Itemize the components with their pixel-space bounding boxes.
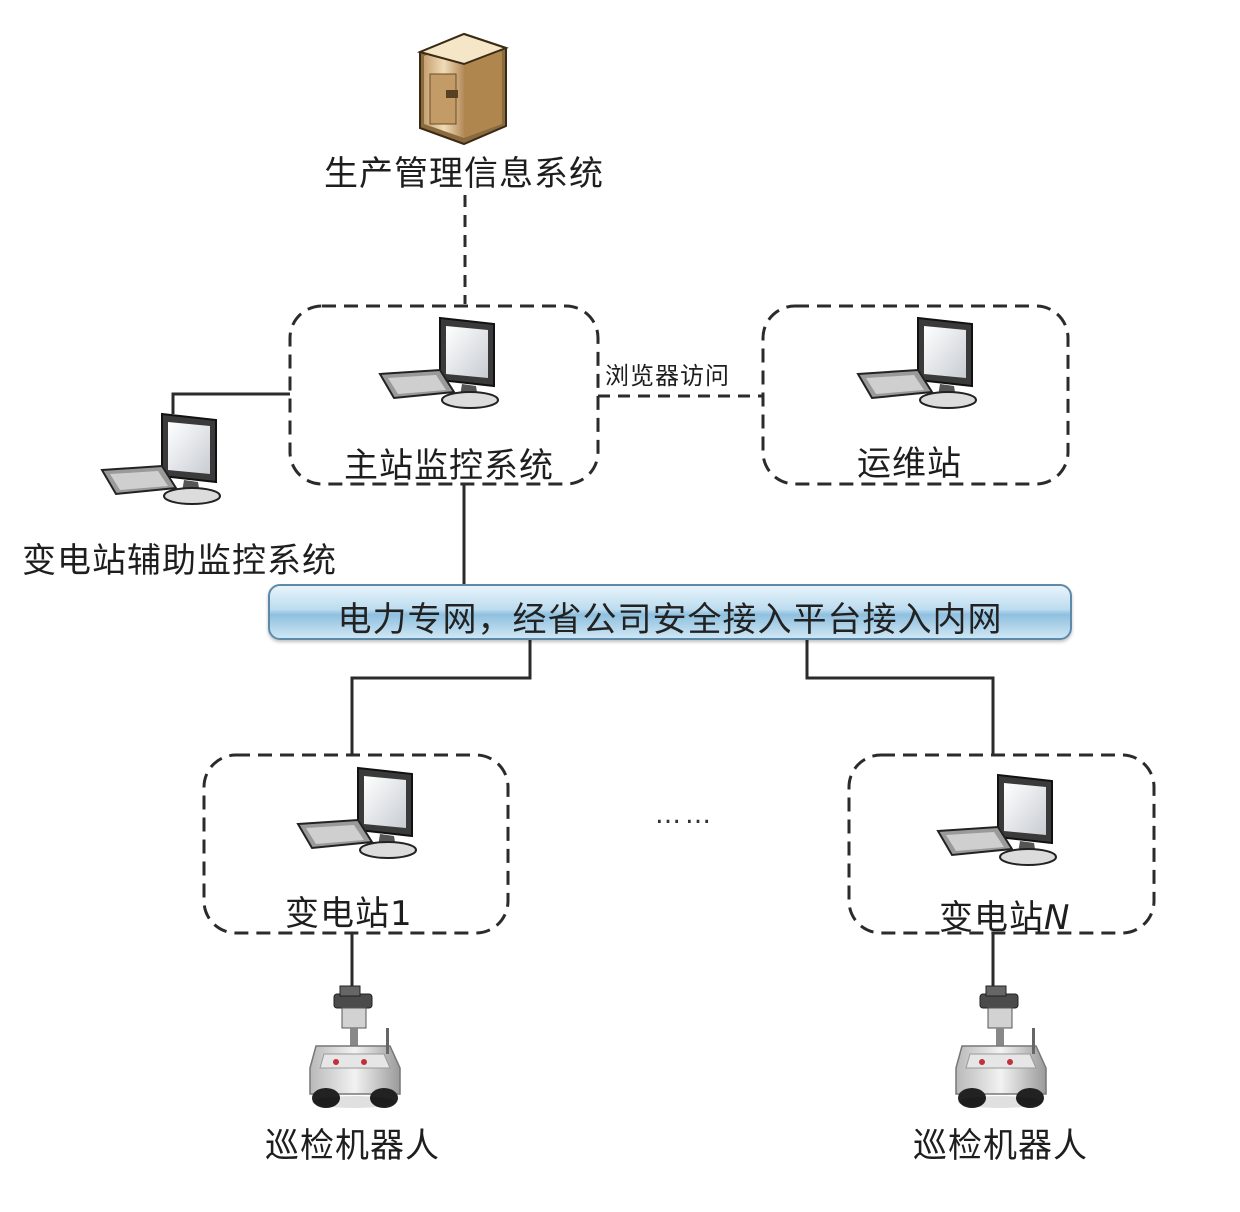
computer-icon [857, 317, 977, 409]
substation-1-label: 变电站1 [285, 894, 413, 934]
network-bar: 电力专网，经省公司安全接入平台接入内网 [268, 584, 1072, 640]
link-aux-master [171, 392, 290, 414]
master-station-label: 主站监控系统 [344, 446, 554, 486]
ops-station-label: 运维站 [857, 444, 962, 484]
substation-n-prefix: 变电站 [939, 898, 1044, 938]
ellipsis: …… [655, 800, 715, 830]
computer-icon [101, 413, 221, 505]
link-network-sub1 [350, 636, 532, 755]
computer-icon [379, 317, 499, 409]
substation-n-label: 变电站N [939, 890, 1070, 939]
aux-monitor-label: 变电站辅助监控系统 [22, 541, 337, 581]
substation-n-box [847, 753, 1156, 935]
production-system-label: 生产管理信息系统 [324, 154, 604, 194]
robot-icon [309, 985, 401, 1109]
ops-station-box [761, 304, 1070, 486]
robot-icon [955, 985, 1047, 1109]
browser-access-label: 浏览器访问 [603, 356, 732, 391]
robot-right-label: 巡检机器人 [913, 1126, 1088, 1166]
substation-n-suffix: N [1044, 898, 1071, 938]
network-label: 电力专网，经省公司安全接入平台接入内网 [337, 600, 1003, 640]
substation-1-box [202, 753, 510, 935]
server-icon [416, 32, 509, 146]
link-network-subn [805, 636, 995, 755]
robot-left-label: 巡检机器人 [265, 1126, 440, 1166]
master-station-box [288, 304, 600, 486]
computer-icon [937, 774, 1057, 866]
computer-icon [297, 767, 417, 859]
